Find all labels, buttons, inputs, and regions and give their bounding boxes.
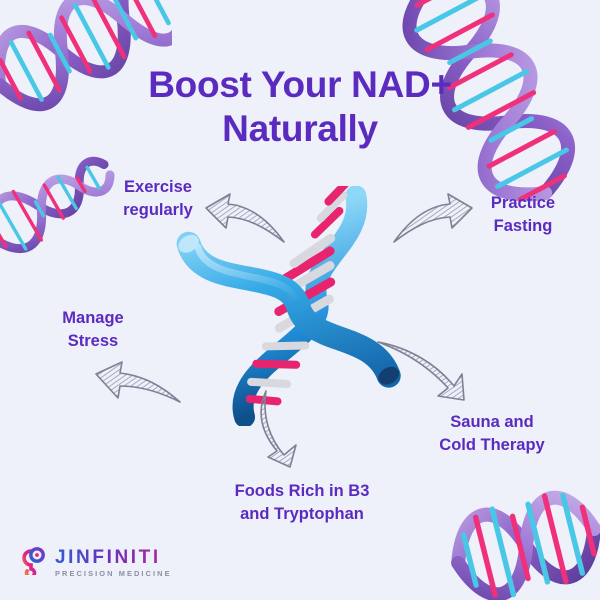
jinfiniti-logo-mark xyxy=(18,545,48,580)
label-sauna-cold-therapy: Sauna and Cold Therapy xyxy=(439,413,545,455)
jinfiniti-logo: JINFINITI PRECISION MEDICINE xyxy=(18,545,172,580)
jinfiniti-logo-name: JINFINITI xyxy=(55,548,172,567)
title-line-1: Boost Your NAD+ xyxy=(148,64,452,105)
page-title: Boost Your NAD+ Naturally xyxy=(0,63,600,150)
label-foods-b3-tryptophan: Foods Rich in B3 and Tryptophan xyxy=(234,482,370,524)
label-manage-stress: Manage Stress xyxy=(62,309,124,351)
jinfiniti-logo-tagline: PRECISION MEDICINE xyxy=(55,568,172,578)
title-line-2: Naturally xyxy=(222,107,378,149)
label-exercise-regularly: Exercise regularly xyxy=(123,178,193,220)
central-dna-helix-graphic xyxy=(148,177,448,431)
jinfiniti-logo-text: JINFINITI PRECISION MEDICINE xyxy=(55,548,172,577)
decorative-dna-bottom-right xyxy=(450,475,600,600)
label-practice-fasting: Practice Fasting xyxy=(490,194,556,236)
